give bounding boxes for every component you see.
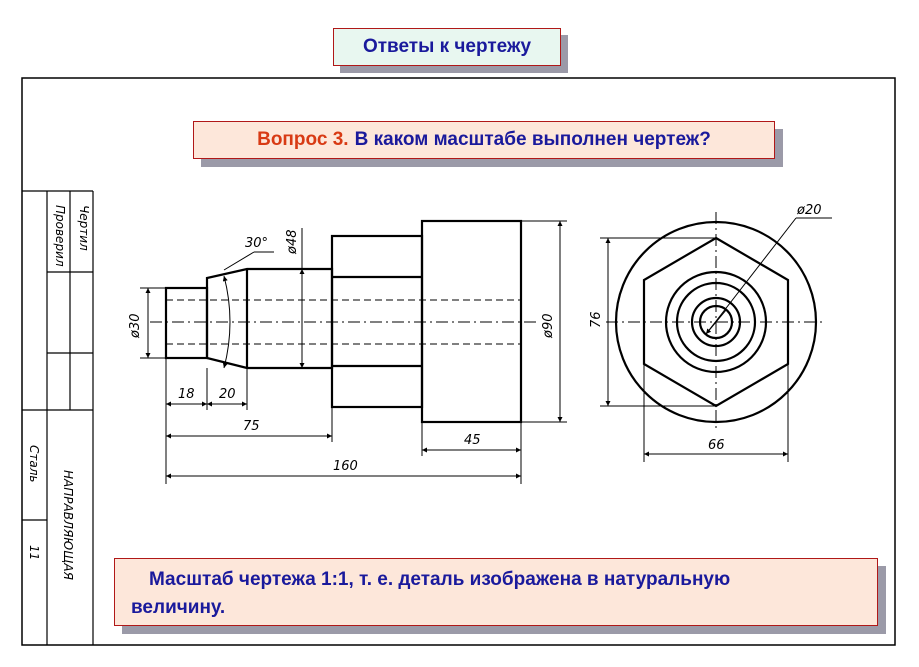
side-view-dimension-lines	[600, 217, 832, 462]
dim-20: 20	[219, 387, 236, 402]
stamp-drew-label: Чертил	[77, 205, 91, 251]
stamp-checked-label: Проверил	[53, 205, 67, 267]
dim-18: 18	[178, 387, 195, 402]
question-box: Вопрос 3. В каком масштабе выполнен черт…	[193, 121, 775, 159]
dim-45: 45	[464, 433, 481, 448]
sheet-frame	[21, 77, 896, 646]
dim-66: 66	[708, 438, 725, 453]
stamp-part-name: НАПРАВЛЯЮЩАЯ	[61, 470, 75, 581]
dim-d30: ø30	[128, 314, 143, 340]
answer-line-2: величину.	[131, 597, 226, 618]
answer-line-1: Масштаб чертежа 1:1, т. е. деталь изобра…	[149, 569, 731, 590]
shaft-dimension-lines	[140, 220, 567, 484]
dim-angle: 30°	[245, 236, 268, 251]
question-number: Вопрос 3.	[257, 129, 349, 150]
answer-box: Масштаб чертежа 1:1, т. е. деталь изобра…	[114, 558, 878, 626]
dim-d90: ø90	[541, 314, 556, 340]
dim-75: 75	[243, 419, 260, 434]
dim-d48: ø48	[285, 230, 300, 256]
dim-160: 160	[333, 459, 358, 474]
question-text: В каком масштабе выполнен чертеж?	[354, 129, 711, 150]
side-stamp	[22, 190, 94, 645]
dim-d20: ø20	[796, 203, 822, 218]
dim-76: 76	[589, 311, 604, 328]
page-title: Ответы к чертежу	[362, 36, 532, 57]
title-box: Ответы к чертежу	[333, 28, 561, 66]
stamp-sheet-number: 11	[27, 545, 41, 560]
stamp-material: Сталь	[27, 445, 41, 482]
